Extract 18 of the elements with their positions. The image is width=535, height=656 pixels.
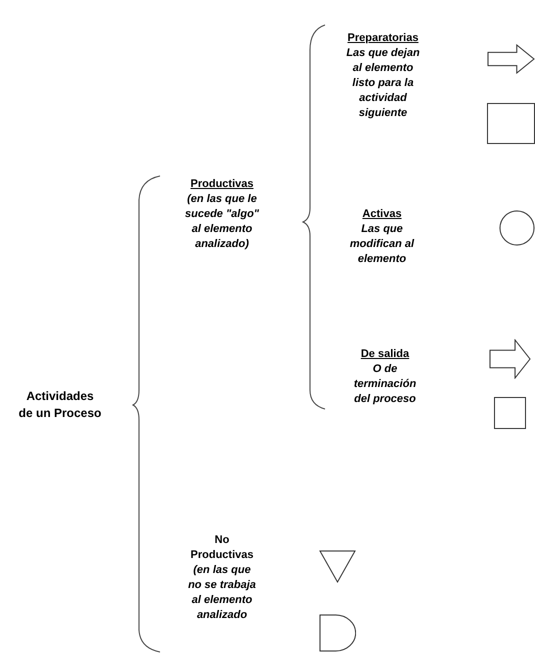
root-category-heading: Actividades de un Proceso (18, 388, 102, 422)
square-symbol (494, 397, 526, 429)
category-heading: Preparatorias (346, 31, 420, 46)
category-heading: Activas (361, 207, 403, 222)
transport-arrow-symbol (489, 339, 531, 379)
category-description: Las que modifican al elemento (348, 222, 416, 267)
triangle-symbol (319, 550, 356, 583)
category-heading: De salida (360, 347, 410, 362)
transport-arrow-symbol (487, 44, 535, 74)
category-description: (en las que no se trabaja al elemento analizado (187, 563, 257, 623)
category-heading: Productivas (190, 177, 254, 192)
category-heading: No Productivas (190, 533, 254, 563)
category-description: O de terminación del proceso (352, 362, 418, 407)
square-symbol (487, 103, 535, 144)
circle-symbol (499, 210, 535, 246)
category-description: Las que dejan al elemento listo para la actividad siguiente (345, 46, 421, 121)
delay-symbol (319, 614, 356, 652)
category-description: (en las que le sucede "algo" al elemento analizado) (185, 192, 259, 252)
